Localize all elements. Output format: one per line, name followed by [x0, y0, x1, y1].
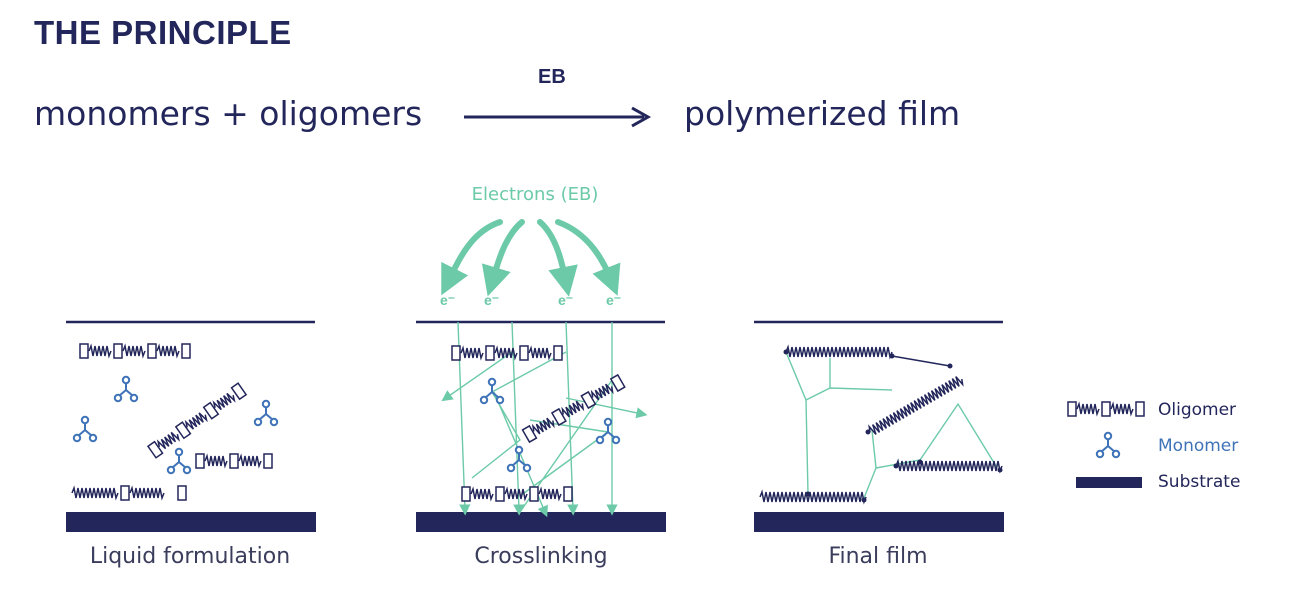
legend-oligomer-label: Oligomer — [1158, 400, 1237, 420]
substrate-bar — [754, 512, 1004, 532]
electron-symbol: e⁻ — [484, 292, 500, 308]
panel-crosslinking — [416, 219, 666, 532]
substrate-bar — [416, 512, 666, 532]
oligomer — [451, 345, 563, 361]
oligomer — [79, 343, 191, 359]
polymer-chain — [866, 373, 966, 438]
reaction-arrow-label: EB — [538, 66, 566, 88]
monomer — [113, 375, 139, 403]
oligomer — [147, 382, 247, 459]
oligomer — [461, 486, 573, 502]
caption-crosslinking: Crosslinking — [474, 544, 608, 569]
oligomer — [71, 485, 187, 501]
page-title: THE PRINCIPLE — [34, 14, 292, 51]
legend — [1067, 401, 1145, 488]
monomer — [479, 377, 505, 405]
legend-substrate-label: Substrate — [1158, 472, 1241, 492]
monomer — [166, 447, 192, 475]
panel-final-film — [754, 320, 1004, 532]
oligomer-legend-icon — [1067, 401, 1145, 417]
caption-liquid-formulation: Liquid formulation — [89, 544, 291, 569]
monomer — [506, 445, 532, 473]
polymer-chain — [895, 460, 1003, 472]
reaction-arrow — [464, 106, 652, 128]
caption-final-film: Final film — [828, 544, 928, 569]
electron-symbol: e⁻ — [440, 292, 456, 308]
substrate-legend-icon — [1076, 477, 1142, 488]
substrate-bar — [66, 512, 316, 532]
electron-symbol: e⁻ — [558, 292, 574, 308]
electron-symbol: e⁻ — [606, 292, 622, 308]
monomer — [72, 415, 98, 443]
oligomer — [195, 453, 273, 469]
monomer — [253, 399, 279, 427]
electrons-label: Electrons (EB) — [471, 184, 599, 205]
panel-liquid-formulation — [66, 320, 316, 532]
polymer-chain — [759, 491, 867, 503]
polymer-chain — [785, 346, 893, 358]
reactants-text: monomers + oligomers — [34, 94, 423, 133]
monomer-legend-icon — [1095, 431, 1121, 459]
products-text: polymerized film — [684, 94, 961, 133]
legend-monomer-label: Monomer — [1158, 436, 1239, 456]
